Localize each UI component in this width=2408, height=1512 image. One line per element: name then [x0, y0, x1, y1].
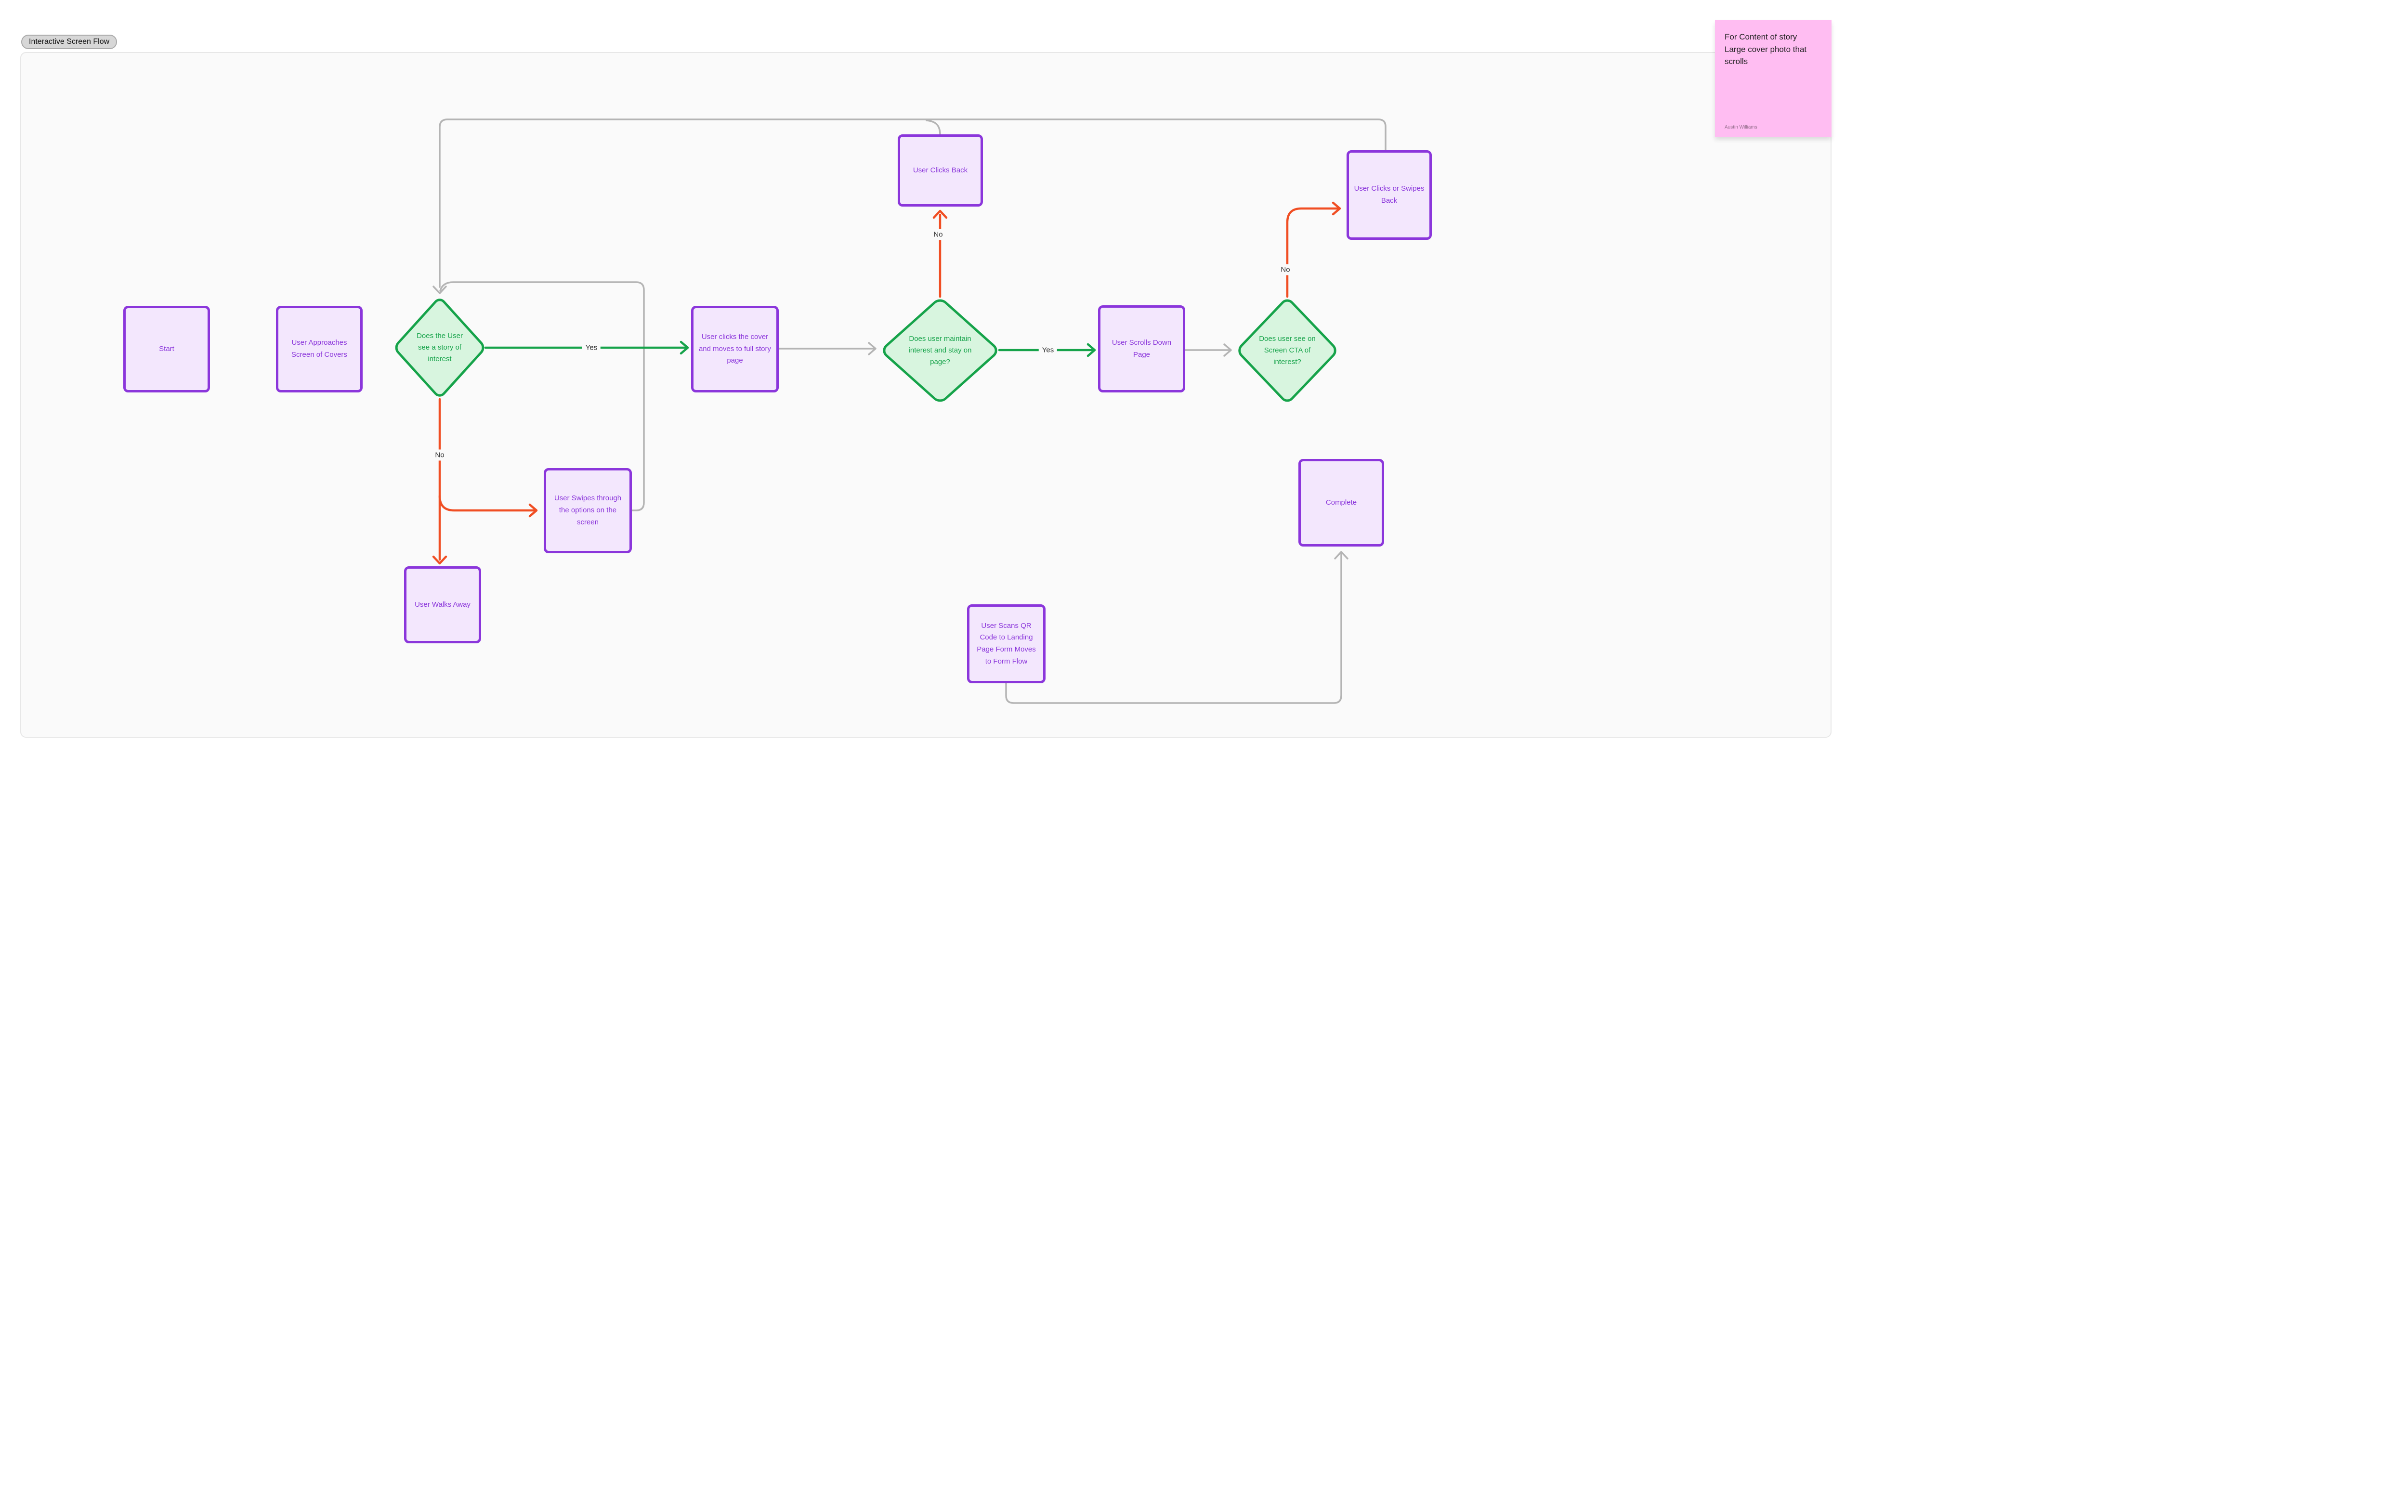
node-scrolls-down[interactable]: User Scrolls Down Page: [1098, 305, 1185, 392]
arrowhead-into-decision1: [432, 286, 447, 294]
decision-node-story[interactable]: [394, 297, 485, 398]
decision-story-label: Does the User see a story of interest: [417, 332, 463, 363]
decision-interest-label: Does user maintain interest and stay on …: [908, 335, 972, 366]
arrowhead-into-clicksback: [932, 209, 948, 219]
edge-label-story-yes[interactable]: Yes: [582, 342, 601, 353]
section-title-chip[interactable]: Interactive Screen Flow: [21, 35, 118, 49]
sticky-note-text: For Content of story Large cover photo t…: [1725, 32, 1807, 66]
node-walks-away[interactable]: User Walks Away: [404, 566, 481, 643]
node-swipes-options-label: User Swipes through the options on the s…: [554, 494, 622, 526]
arrowhead-into-scrolls: [1086, 343, 1096, 357]
arrowhead-into-decision2: [868, 342, 877, 355]
connector-scansqr-to-complete[interactable]: [1005, 553, 1342, 704]
node-start[interactable]: Start: [123, 306, 210, 392]
connector-clicksback-to-decision1[interactable]: [926, 119, 941, 136]
decision-cta-label: Does user see on Screen CTA of interest?: [1259, 335, 1316, 366]
edge-label-interest-no[interactable]: No: [930, 229, 946, 240]
decision-node-interest[interactable]: [881, 298, 999, 404]
arrowhead-into-clickscover: [680, 340, 689, 355]
sticky-note[interactable]: For Content of story Large cover photo t…: [1715, 20, 1832, 137]
node-walks-away-label: User Walks Away: [415, 600, 471, 609]
node-scans-qr-label: User Scans QR Code to Landing Page Form …: [977, 621, 1036, 665]
node-scrolls-down-label: User Scrolls Down Page: [1112, 338, 1172, 359]
node-clicks-cover-label: User clicks the cover and moves to full …: [698, 332, 772, 365]
edge-label-cta-no[interactable]: No: [1277, 264, 1294, 275]
sticky-note-author: Austin Williams: [1725, 125, 1757, 130]
connector-decision1-no-branch[interactable]: [438, 495, 537, 512]
node-clicks-swipes-back-label: User Clicks or Swipes Back: [1354, 184, 1425, 205]
arrowhead-into-complete: [1334, 551, 1348, 560]
node-complete[interactable]: Complete: [1298, 459, 1384, 547]
section-title: Interactive Screen Flow: [29, 38, 110, 46]
connector-clicksswipesback-to-decision1[interactable]: [439, 118, 1387, 288]
arrowhead-into-decision3: [1223, 343, 1232, 357]
arrowhead-into-walksaway: [432, 555, 447, 565]
edge-label-story-no[interactable]: No: [432, 449, 448, 461]
edge-label-interest-yes[interactable]: Yes: [1038, 344, 1058, 356]
node-clicks-back-label: User Clicks Back: [913, 166, 968, 174]
connector-decision3-no[interactable]: [1286, 207, 1340, 298]
node-scans-qr[interactable]: User Scans QR Code to Landing Page Form …: [967, 604, 1046, 683]
connector-swipesoptions-to-decision1[interactable]: [439, 281, 645, 511]
node-start-label: Start: [159, 344, 174, 353]
figjam-canvas: Interactive Screen Flow: [0, 0, 1849, 756]
node-clicks-back[interactable]: User Clicks Back: [898, 134, 983, 207]
node-clicks-swipes-back[interactable]: User Clicks or Swipes Back: [1347, 150, 1432, 240]
node-swipes-options[interactable]: User Swipes through the options on the s…: [544, 468, 632, 553]
node-user-approaches-label: User Approaches Screen of Covers: [291, 339, 347, 359]
node-complete-label: Complete: [1325, 498, 1357, 507]
arrowhead-into-clicksswipesback: [1332, 201, 1341, 216]
arrowhead-into-swipesoptions: [528, 503, 538, 518]
node-user-approaches[interactable]: User Approaches Screen of Covers: [276, 306, 363, 392]
decision-node-cta[interactable]: [1237, 298, 1338, 404]
node-clicks-cover[interactable]: User clicks the cover and moves to full …: [691, 306, 779, 392]
